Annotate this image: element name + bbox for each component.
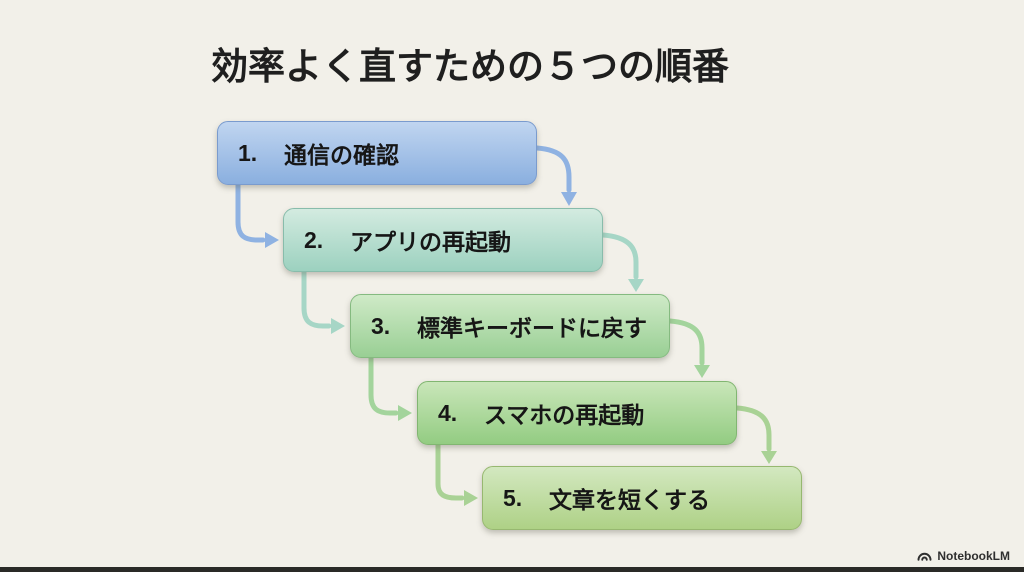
step-number: 3. [371,312,391,339]
page-title: 効率よく直すための５つの順番 [211,46,729,87]
step-label: スマホの再起動 [484,402,645,428]
step-label: アプリの再起動 [350,229,511,255]
notebooklm-logo-icon [917,552,932,561]
step-number: 2. [304,226,324,253]
bottom-letterbox-bar [0,567,1024,572]
step-label: 文章を短くする [549,487,710,513]
step-box-5[interactable]: 5. 文章を短くする [482,466,802,530]
step-number: 4. [438,399,458,426]
arrow-step1-right [534,145,577,206]
arrow-step3-right [667,318,710,378]
arrow-step1-left [235,182,279,248]
step-box-3[interactable]: 3. 標準キーボードに戻す [350,294,670,358]
step-label: 通信の確認 [284,142,399,168]
step-number: 5. [503,484,523,511]
step-box-2[interactable]: 2. アプリの再起動 [283,208,603,272]
arrow-step2-right [600,232,644,292]
step-box-4[interactable]: 4. スマホの再起動 [417,381,737,445]
arrow-step2-left [301,269,345,334]
step-box-1[interactable]: 1. 通信の確認 [217,121,537,185]
step-label: 標準キーボードに戻す [417,315,647,341]
notebooklm-watermark: NotebookLM [917,549,1010,563]
watermark-label: NotebookLM [937,549,1010,563]
arrow-step4-left [435,442,478,506]
step-number: 1. [238,139,258,166]
arrow-step4-right [734,405,777,464]
arrow-step3-left [368,355,412,421]
